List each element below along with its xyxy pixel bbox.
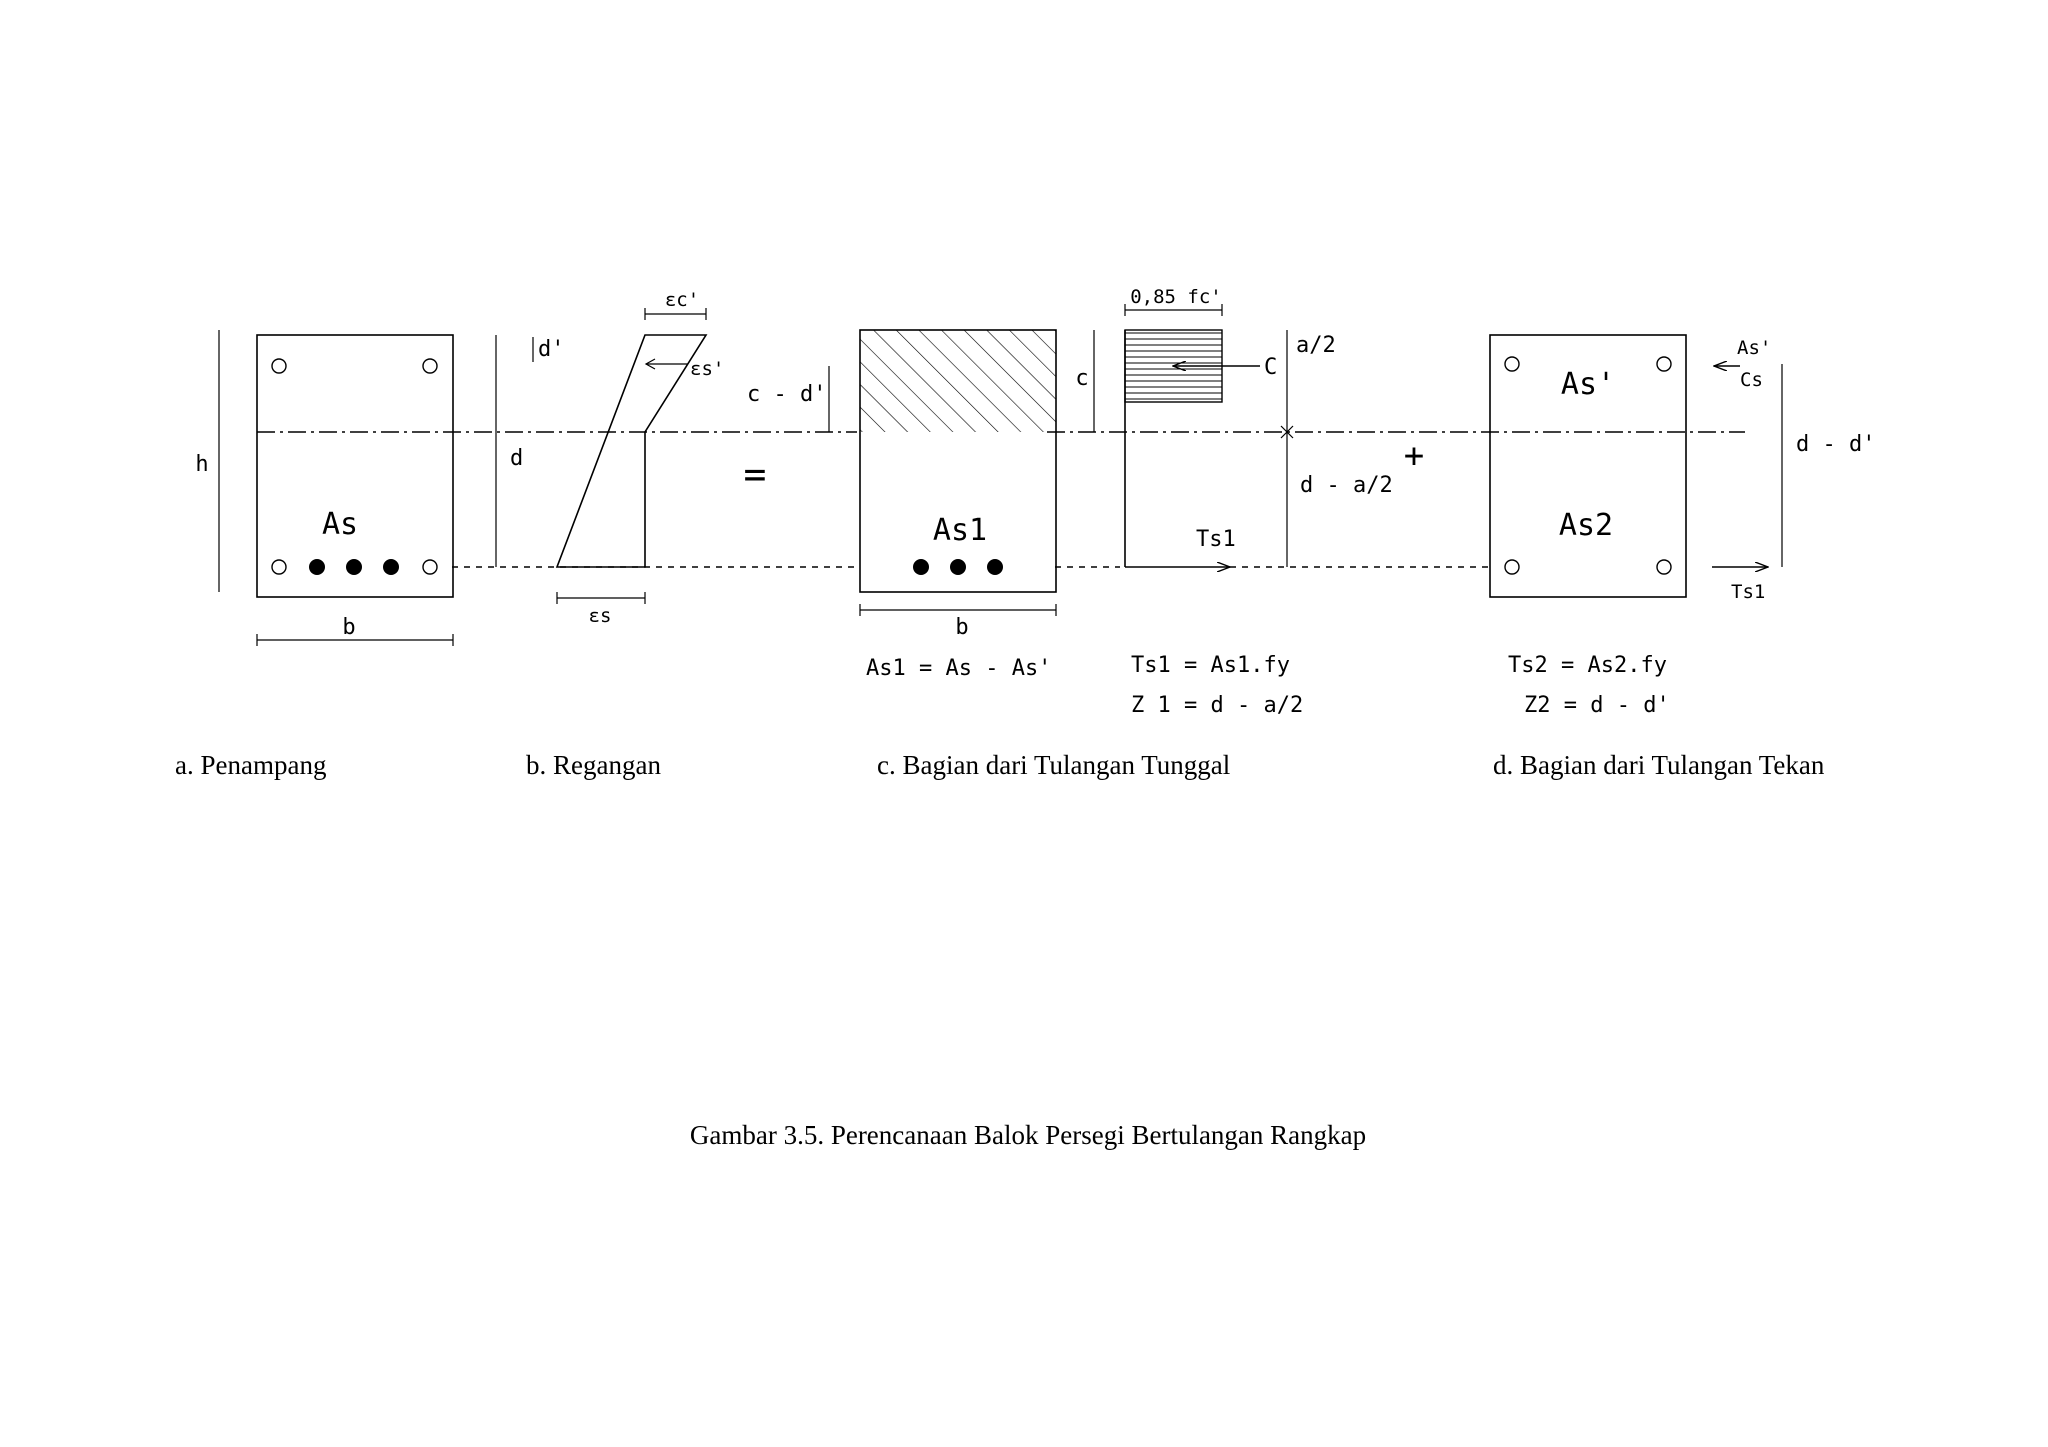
caption-a: a. Penampang xyxy=(175,750,326,780)
panel-c-single-reinforcement: As1 c b As1 = As - As' 0,85 fc' C a/2 d … xyxy=(859,286,1393,780)
eps-s-label: εs xyxy=(589,605,612,627)
bottom-bar-corner-right xyxy=(422,559,438,575)
eps-c-label: εc' xyxy=(665,289,699,311)
dim-c-minus-dprime-label: c - d' xyxy=(747,382,826,407)
caption-b: b. Regangan xyxy=(526,750,661,780)
steel-label-as: As xyxy=(322,507,358,542)
top-bar-left xyxy=(271,358,287,374)
bottom-bar-left xyxy=(1504,559,1520,575)
tension-bar xyxy=(913,559,929,575)
beam-section-rect xyxy=(859,329,1057,593)
compression-zone-hatch xyxy=(860,330,1056,432)
dim-b-label: b xyxy=(342,615,355,640)
dim-h-label: h xyxy=(195,452,208,477)
figure-title: Gambar 3.5. Perencanaan Balok Persegi Be… xyxy=(690,1120,1366,1150)
steel-label-as1: As1 xyxy=(933,513,987,548)
steel-label-as-prime: As' xyxy=(1561,367,1615,402)
dim-d-label: d xyxy=(510,446,523,471)
beam-section-rect xyxy=(1489,334,1687,598)
strain-profile xyxy=(555,334,708,568)
steel-label-as2: As2 xyxy=(1559,508,1613,543)
caption-d: d. Bagian dari Tulangan Tekan xyxy=(1493,750,1825,780)
equals-sign: = xyxy=(744,452,767,496)
top-bar-right xyxy=(1656,356,1672,372)
formula-z2: Z2 = d - d' xyxy=(1524,693,1670,718)
force-ts1-label: Ts1 xyxy=(1196,527,1236,552)
formula-ts1: Ts1 = As1.fy xyxy=(1131,653,1290,678)
formula-z1: Z 1 = d - a/2 xyxy=(1131,693,1303,718)
beam-section-rect xyxy=(256,334,454,598)
dim-dprime-label: d' xyxy=(538,337,565,362)
panel-b-strain-diagram: d d' εc' εs' εs c - d' b. Regangan xyxy=(495,289,830,780)
dim-d-dprime-label: d - d' xyxy=(1796,432,1875,457)
tension-bar xyxy=(950,559,966,575)
dim-c-label: c xyxy=(1075,366,1088,391)
plus-sign: + xyxy=(1404,436,1424,476)
dim-b-label: b xyxy=(955,615,968,640)
formula-as1: As1 = As - As' xyxy=(866,656,1051,681)
top-bar-right xyxy=(422,358,438,374)
panel-a-cross-section: As h b a. Penampang xyxy=(175,330,454,780)
top-bar-left xyxy=(1504,356,1520,372)
bottom-bar-corner-left xyxy=(271,559,287,575)
tension-bar xyxy=(309,559,325,575)
dim-a2-label: a/2 xyxy=(1296,333,1336,358)
stress-label: 0,85 fc' xyxy=(1130,286,1222,308)
formula-ts2: Ts2 = As2.fy xyxy=(1508,653,1667,678)
label-as-prime-force: As' xyxy=(1737,337,1771,359)
eps-s-prime-label: εs' xyxy=(690,358,724,380)
caption-c: c. Bagian dari Tulangan Tunggal xyxy=(877,750,1230,780)
tension-bar xyxy=(346,559,362,575)
tension-bar xyxy=(383,559,399,575)
label-cs: Cs xyxy=(1740,369,1763,391)
tension-bar xyxy=(987,559,1003,575)
bottom-bar-right xyxy=(1656,559,1672,575)
panel-d-compression-reinforcement: As' As2 As' Cs Ts1 d - d' Ts2 = As2.fy Z… xyxy=(1489,334,1875,780)
force-c-label: C xyxy=(1264,355,1277,380)
force-ts1-label: Ts1 xyxy=(1731,581,1765,603)
dim-d-a2-label: d - a/2 xyxy=(1300,473,1393,498)
